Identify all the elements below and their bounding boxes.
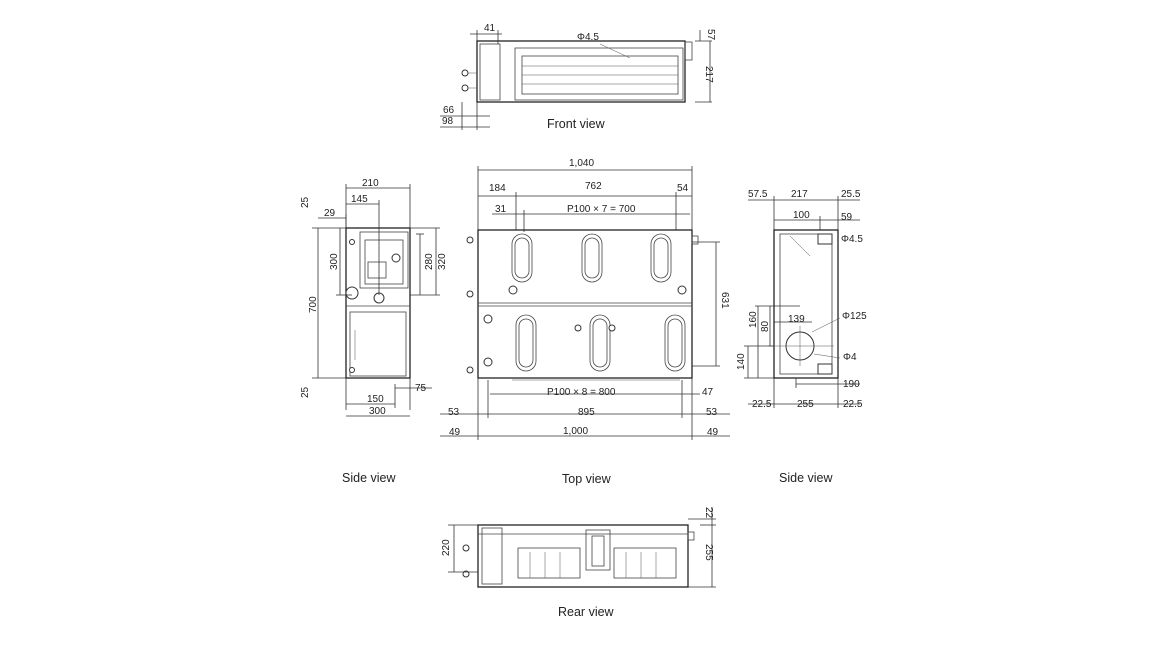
dim-220-rear: 220 xyxy=(441,539,452,556)
dim-190: 190 xyxy=(843,379,860,390)
dim-22-rear: 22 xyxy=(703,507,714,519)
dim-300-vertical: 300 xyxy=(329,253,340,270)
dim-phi4-5: Φ4.5 xyxy=(577,32,599,43)
caption-front-view: Front view xyxy=(547,117,606,131)
dim-66: 66 xyxy=(443,105,455,116)
dim-98: 98 xyxy=(442,116,454,127)
dim-22-5-left: 22.5 xyxy=(752,399,772,410)
dim-184: 184 xyxy=(489,183,506,194)
dim-210: 210 xyxy=(362,178,379,189)
dim-255-side: 255 xyxy=(797,399,814,410)
dim-217-side: 217 xyxy=(791,189,808,200)
caption-side-view-left: Side view xyxy=(342,471,396,485)
dim-75: 75 xyxy=(415,383,427,394)
dim-150: 150 xyxy=(367,394,384,405)
dim-57: 57 xyxy=(705,29,716,41)
dim-59: 59 xyxy=(841,212,853,223)
dim-700: 700 xyxy=(308,296,319,313)
dim-762: 762 xyxy=(585,181,602,192)
dim-139: 139 xyxy=(788,314,805,325)
caption-top-view: Top view xyxy=(562,472,612,486)
dim-53-left: 53 xyxy=(448,407,460,418)
side-view-right: 57.5 217 25.5 100 59 Φ4.5 160 80 139 Φ12… xyxy=(736,189,867,485)
dim-phi4: Φ4 xyxy=(843,352,857,363)
dim-25-5: 25.5 xyxy=(841,189,861,200)
dim-217-front: 217 xyxy=(703,66,714,83)
dim-320: 320 xyxy=(437,253,448,270)
caption-rear-view: Rear view xyxy=(558,605,615,619)
dim-100: 100 xyxy=(793,210,810,221)
dim-80: 80 xyxy=(760,320,771,332)
dim-54: 54 xyxy=(677,183,689,194)
dim-280: 280 xyxy=(424,253,435,270)
dim-47: 47 xyxy=(702,387,714,398)
dim-31: 31 xyxy=(495,204,507,215)
dim-160: 160 xyxy=(748,311,759,328)
pitch-bottom: P100 × 8 = 800 xyxy=(547,387,616,398)
dim-140: 140 xyxy=(736,353,747,370)
dim-53-right: 53 xyxy=(706,407,718,418)
dim-phi4-5-side: Φ4.5 xyxy=(841,234,863,245)
dim-25-top-left: 25 xyxy=(300,196,311,208)
side-view-left: 210 145 29 25 300 280 320 700 25 75 150 … xyxy=(300,178,448,485)
dim-phi125: Φ125 xyxy=(842,311,867,322)
dim-49-right: 49 xyxy=(707,427,719,438)
dim-1000: 1,000 xyxy=(563,426,588,437)
dim-57-5: 57.5 xyxy=(748,189,768,200)
dim-631: 631 xyxy=(719,292,730,309)
dim-895: 895 xyxy=(578,407,595,418)
rear-view: 220 22 255 Rear view xyxy=(441,507,716,619)
caption-side-view-right: Side view xyxy=(779,471,833,485)
pitch-top: P100 × 7 = 700 xyxy=(567,204,636,215)
dim-145: 145 xyxy=(351,194,368,205)
dim-300-horizontal: 300 xyxy=(369,406,386,417)
top-view: 1,040 184 762 54 31 P100 × 7 = 700 631 P… xyxy=(440,158,730,486)
dim-29: 29 xyxy=(324,208,336,219)
dim-1040: 1,040 xyxy=(569,158,594,169)
dim-255-rear: 255 xyxy=(703,544,714,561)
dim-25-bottom-left: 25 xyxy=(300,386,311,398)
dim-22-5-right: 22.5 xyxy=(843,399,863,410)
front-view: 41 Φ4.5 57 217 66 98 Front view xyxy=(440,23,716,131)
dim-49-left: 49 xyxy=(449,427,461,438)
dim-41: 41 xyxy=(484,23,496,34)
